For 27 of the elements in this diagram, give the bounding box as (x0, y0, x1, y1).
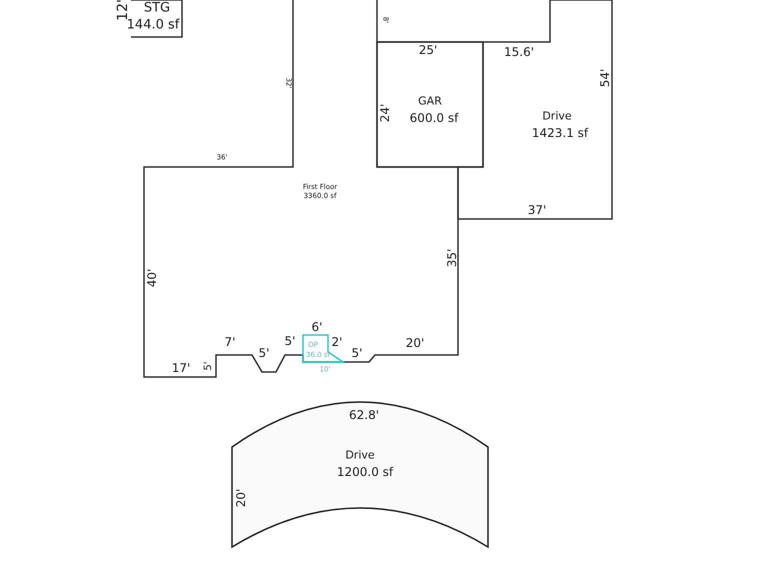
area-name: Drive (345, 450, 375, 462)
area-label: 1423.1 sf (532, 127, 588, 141)
dimension-label: 54' (599, 68, 611, 88)
dimension-label: 12' (116, 0, 130, 21)
area-label: 144.0 sf (126, 18, 180, 34)
dimension-label: 35' (446, 248, 458, 268)
area-name: Drive (542, 110, 572, 124)
dimension-label: 5' (284, 335, 296, 347)
room-name: STG (144, 2, 170, 16)
room-name: GAR (418, 96, 442, 108)
dimension-label: 7' (224, 336, 236, 348)
dimension-label: 37' (528, 204, 546, 216)
dimension-label: 20' (406, 337, 424, 349)
area-label: 600.0 sf (410, 112, 458, 126)
dimension-label: 62.8' (348, 409, 380, 421)
dimension-label: 24' (379, 104, 391, 122)
dimension-label: 20' (235, 488, 247, 508)
dimension-label: 17' (172, 362, 190, 374)
dimension-label: 2' (332, 336, 342, 348)
area-label: 1200.0 sf (336, 466, 394, 480)
dimension-label: 5' (352, 347, 362, 359)
dimension-label: 5' (204, 361, 214, 371)
dimension-label: 40' (146, 268, 158, 288)
dimension-label: 6' (312, 321, 322, 333)
dimension-label: 5' (258, 347, 270, 359)
dimension-label: 25' (418, 44, 438, 56)
dimension-label: 15.6' (504, 46, 534, 58)
